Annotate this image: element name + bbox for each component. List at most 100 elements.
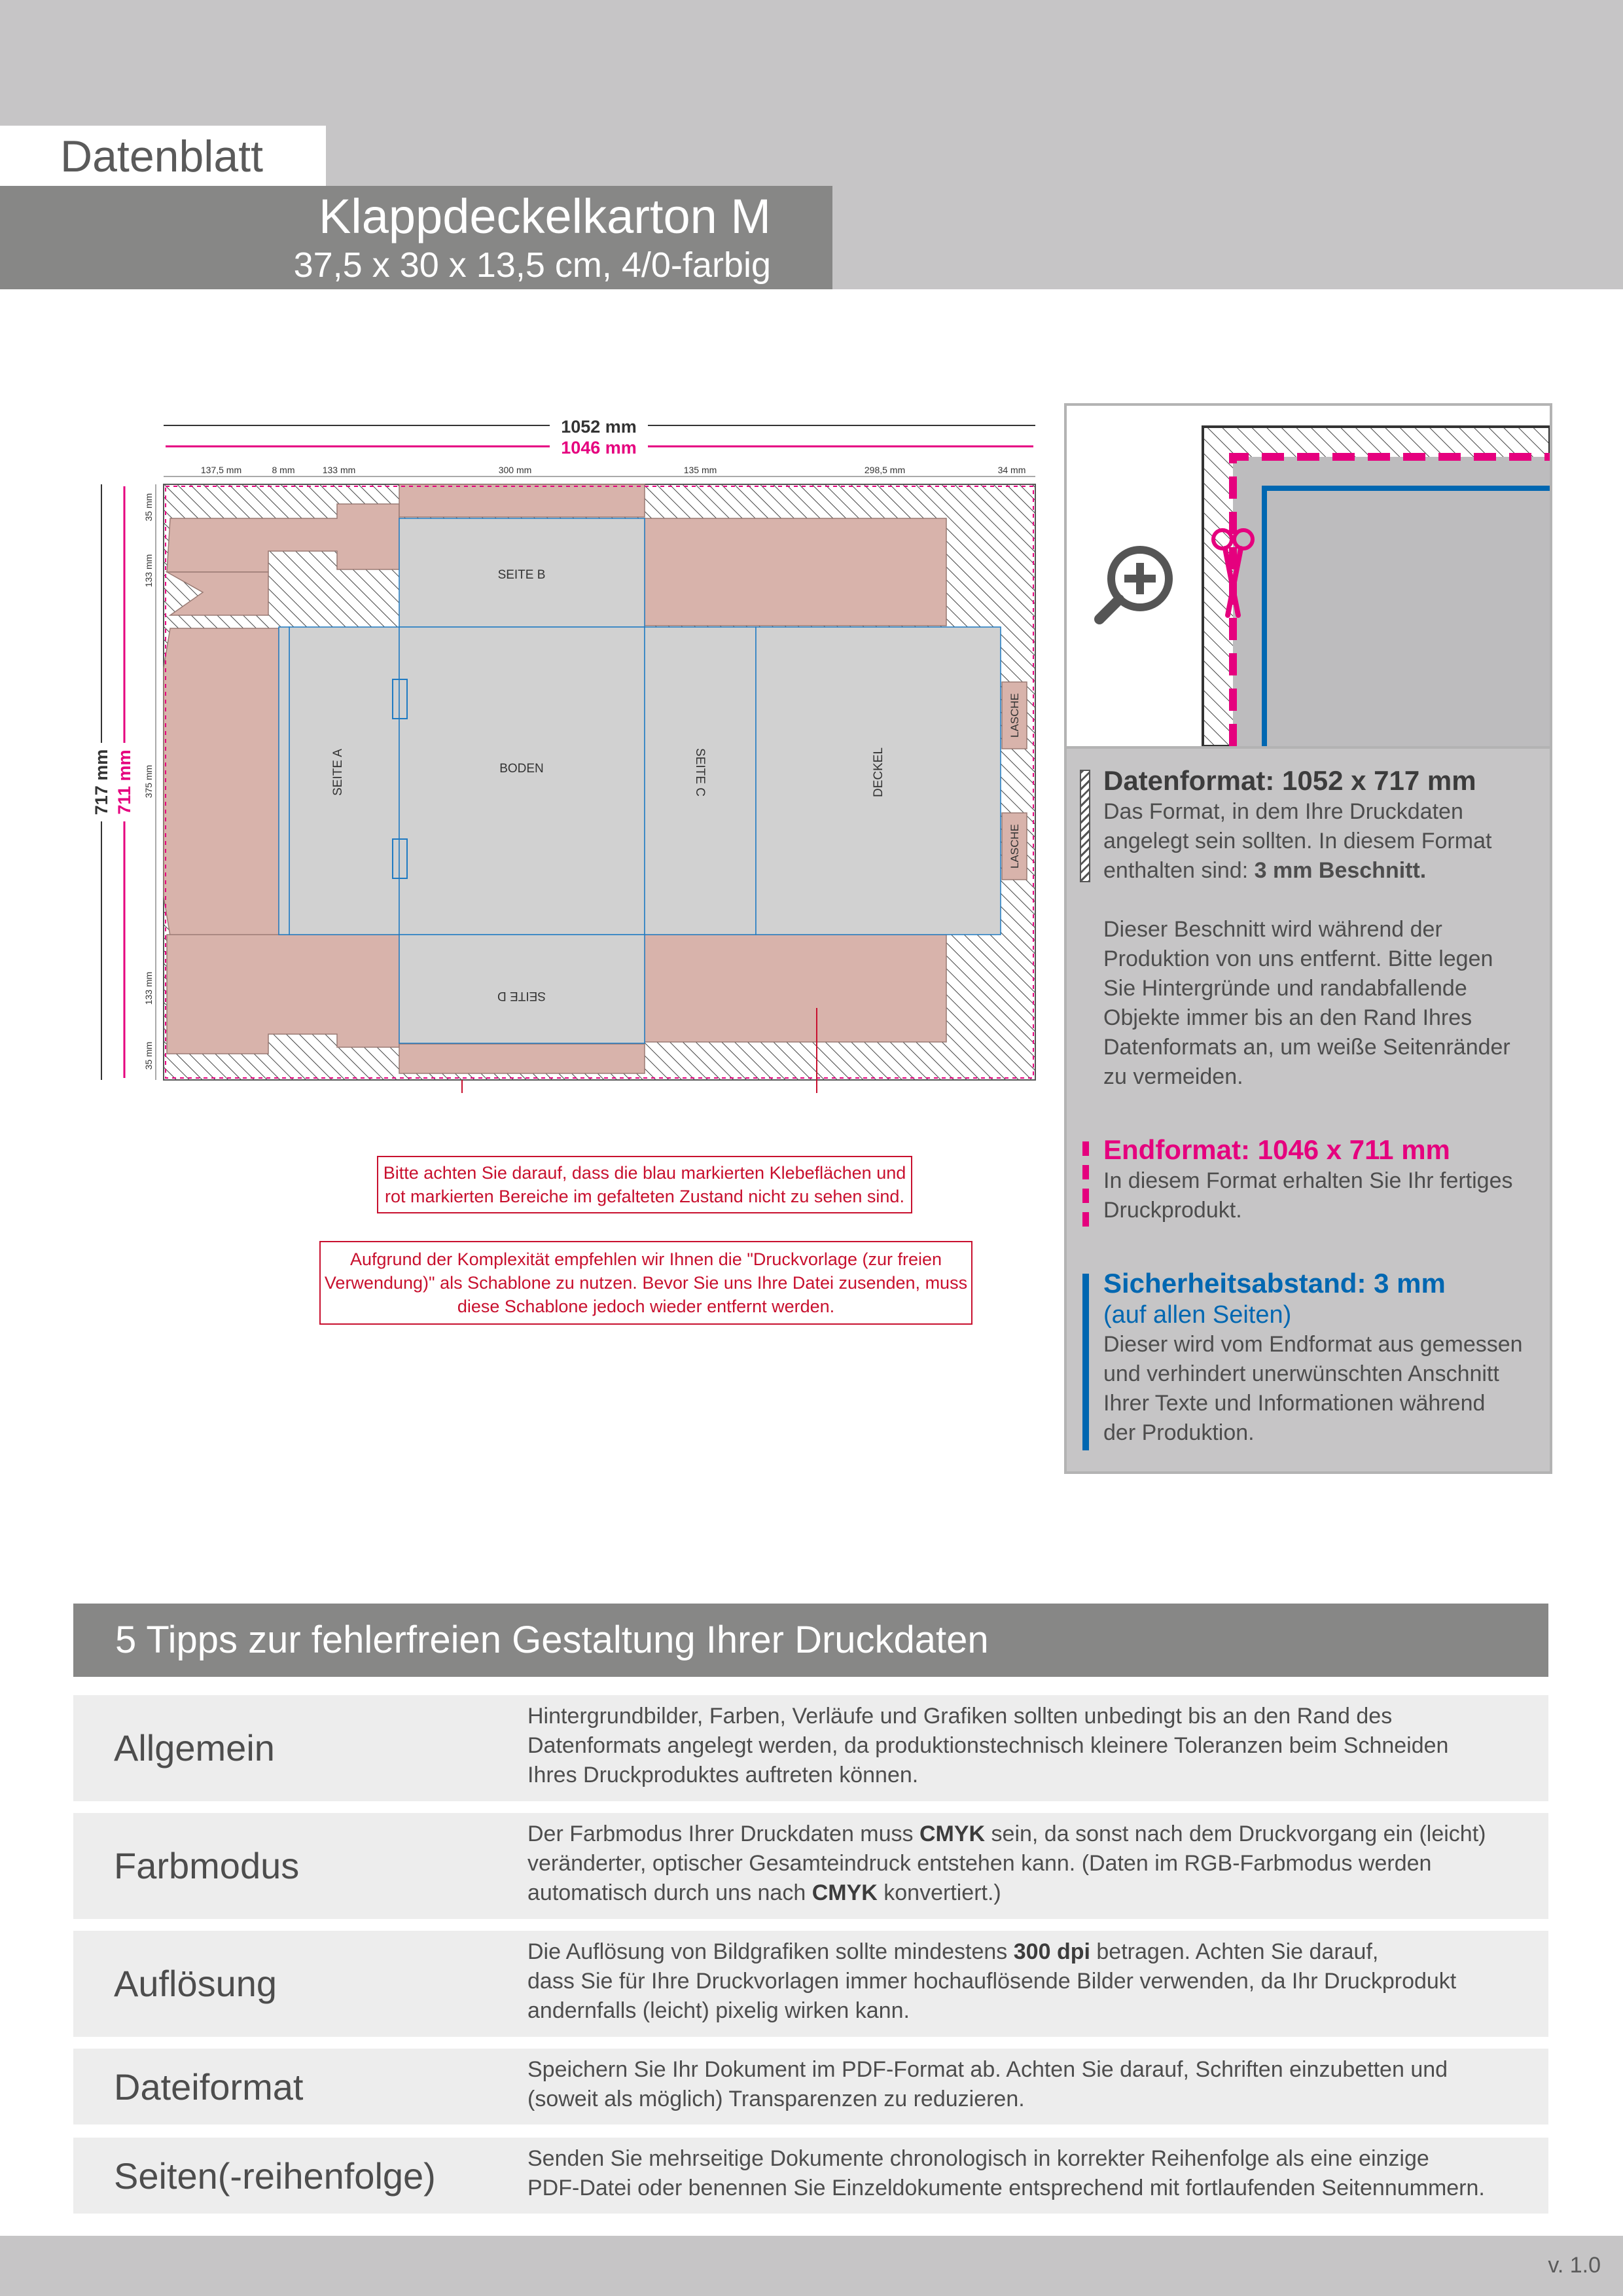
face-seite-b xyxy=(399,518,645,628)
safety-line-1: Dieser wird vom Endformat aus gemessen xyxy=(1103,1332,1523,1357)
label-lasche-top: LASCHE xyxy=(1008,693,1021,738)
face-boden xyxy=(399,626,645,935)
info-panel: Datenformat: 1052 x 717 mm Das Format, i… xyxy=(1064,749,1552,1474)
tip-label-page-order: Seiten(-reihenfolge) xyxy=(114,2155,436,2197)
glue-note-line-2: rot markierten Bereiche im gefalteten Zu… xyxy=(385,1187,904,1206)
safety-margin-title: Sicherheitsabstand: 3 mm xyxy=(1103,1268,1446,1299)
lasche-bottom xyxy=(1001,812,1027,880)
data-format-marker xyxy=(1080,770,1090,882)
data-format-line-2: angelegt sein sollten. In diesem Format xyxy=(1103,829,1492,853)
data-format-line-3: enthalten sind: 3 mm Beschnitt. xyxy=(1103,858,1427,883)
lasche-top xyxy=(1001,681,1027,749)
safety-margin-block: Sicherheitsabstand: 3 mm (auf allen Seit… xyxy=(1103,1267,1535,1448)
bleed-note-line-4: Objekte immer bis an den Rand Ihres xyxy=(1103,1005,1472,1030)
flap-left xyxy=(163,628,279,937)
tips-heading: 5 Tipps zur fehlerfreien Gestaltung Ihre… xyxy=(73,1604,1548,1677)
top-dim-7: 34 mm xyxy=(998,465,1026,475)
top-dim-2: 8 mm xyxy=(272,465,295,475)
label-boden: BODEN xyxy=(499,762,544,776)
end-format-outline xyxy=(165,486,1034,1079)
tip-row-file-format: Dateiformat Speichern Sie Ihr Dokument i… xyxy=(73,2049,1548,2125)
template-note: Aufgrund der Komplexität empfehlen wir I… xyxy=(319,1241,972,1325)
tip-row-general: Allgemein Hintergrundbilder, Farben, Ver… xyxy=(73,1695,1548,1801)
flap-bottom-center xyxy=(399,1043,645,1074)
top-dim-5: 135 mm xyxy=(684,465,717,475)
top-dim-1: 137,5 mm xyxy=(201,465,241,475)
datasheet-label: Datenblatt xyxy=(60,132,263,181)
product-subtitle: 37,5 x 30 x 13,5 cm, 4/0-farbig xyxy=(293,245,771,285)
label-seite-b: SEITE B xyxy=(498,568,546,582)
template-note-line-2: Verwendung)" als Schablone zu nutzen. Be… xyxy=(324,1273,968,1293)
glue-area-note: Bitte achten Sie darauf, dass die blau m… xyxy=(377,1156,912,1213)
flap-top-right xyxy=(644,518,947,626)
tip-row-page-order: Seiten(-reihenfolge) Senden Sie mehrseit… xyxy=(73,2138,1548,2214)
left-dim-2: 133 mm xyxy=(143,554,154,588)
tip-row-color: Farbmodus Der Farbmodus Ihrer Druckdaten… xyxy=(73,1813,1548,1919)
end-format-marker xyxy=(1082,1141,1089,1233)
footer-bar: v. 1.0 xyxy=(0,2236,1623,2296)
data-format-block: Datenformat: 1052 x 717 mm Das Format, i… xyxy=(1103,764,1535,886)
bleed-zoom-illustration xyxy=(1064,403,1552,749)
label-lasche-bottom: LASCHE xyxy=(1008,824,1021,869)
tip-label-resolution: Auflösung xyxy=(114,1963,277,2004)
bleed-note-line-2: Produktion von uns entfernt. Bitte legen xyxy=(1103,946,1493,971)
top-dim-3: 133 mm xyxy=(323,465,356,475)
tip-text-file-format: Speichern Sie Ihr Dokument im PDF-Format… xyxy=(527,2057,1448,2111)
tip-label-general: Allgemein xyxy=(114,1727,275,1768)
safety-margin-subtitle: (auf allen Seiten) xyxy=(1103,1301,1292,1329)
tip-text-resolution: Die Auflösung von Bildgrafiken sollte mi… xyxy=(527,1939,1457,2023)
flap-top-left-tab xyxy=(165,571,269,616)
face-seite-c xyxy=(644,626,757,935)
label-deckel: DECKEL xyxy=(872,747,885,797)
end-format-line-1: In diesem Format erhalten Sie Ihr fertig… xyxy=(1103,1168,1513,1193)
final-width-label: 1046 mm xyxy=(561,438,637,457)
scissors-icon xyxy=(1211,528,1255,618)
bleed-note-line-1: Dieser Beschnitt wird während der xyxy=(1103,917,1442,942)
left-dim-5: 35 mm xyxy=(143,1042,154,1070)
top-dim-4: 300 mm xyxy=(499,465,532,475)
top-dim-6: 298,5 mm xyxy=(865,465,905,475)
bleed-note-line-5: Datenformats an, um weiße Seitenränder xyxy=(1103,1035,1510,1060)
slot-top xyxy=(392,679,408,719)
label-seite-d: SEITE D xyxy=(497,989,546,1003)
label-seite-a: SEITE A xyxy=(331,749,345,796)
bleed-note-line-3: Sie Hintergründe und randabfallende xyxy=(1103,976,1467,1001)
tip-label-file-format: Dateiformat xyxy=(114,2066,304,2108)
tip-text-color: Der Farbmodus Ihrer Druckdaten muss CMYK… xyxy=(527,1821,1486,1905)
total-width-label: 1052 mm xyxy=(561,417,637,437)
safety-margin-marker xyxy=(1082,1274,1089,1450)
left-dim-4: 133 mm xyxy=(143,972,154,1005)
final-height-label: 711 mm xyxy=(115,749,134,814)
title-bar: Klappdeckelkarton M 37,5 x 30 x 13,5 cm,… xyxy=(0,186,832,289)
face-deckel xyxy=(755,626,1001,935)
magnifier-icon xyxy=(1094,546,1173,624)
end-format-block: Endformat: 1046 x 711 mm In diesem Forma… xyxy=(1103,1134,1535,1225)
glue-note-line-1: Bitte achten Sie darauf, dass die blau m… xyxy=(383,1163,906,1183)
product-title: Klappdeckelkarton M xyxy=(318,189,771,243)
tip-label-color: Farbmodus xyxy=(114,1845,300,1886)
left-dim-1: 35 mm xyxy=(143,493,154,522)
bleed-amount: 3 mm Beschnitt. xyxy=(1254,858,1427,883)
face-seite-d xyxy=(399,934,645,1044)
safety-line-2: und verhindert unerwünschten Anschnitt xyxy=(1103,1361,1499,1386)
dieline-diagram: 1052 mm 1046 mm 717 mm 711 mm 137,5 mm 8… xyxy=(92,412,1036,1093)
bleed-note: Dieser Beschnitt wird während der Produk… xyxy=(1103,915,1535,1092)
template-note-line-1: Aufgrund der Komplexität empfehlen wir I… xyxy=(349,1249,942,1269)
end-format-line-2: Druckprodukt. xyxy=(1103,1198,1242,1223)
data-format-line-1: Das Format, in dem Ihre Druckdaten xyxy=(1103,799,1463,824)
end-format-title: Endformat: 1046 x 711 mm xyxy=(1103,1134,1450,1165)
label-seite-c: SEITE C xyxy=(693,748,707,797)
flap-top-center xyxy=(399,484,645,518)
left-dim-3: 375 mm xyxy=(143,765,154,798)
slot-bottom xyxy=(392,838,408,879)
tip-text-general: Hintergrundbilder, Farben, Verläufe und … xyxy=(527,1704,1449,1787)
datasheet-tab: Datenblatt xyxy=(0,126,326,186)
tip-text-page-order: Senden Sie mehrseitige Dokumente chronol… xyxy=(527,2146,1485,2200)
glue-strip xyxy=(278,626,290,935)
version-label: v. 1.0 xyxy=(1548,2253,1601,2278)
template-note-line-3: diese Schablone jedoch wieder entfernt w… xyxy=(457,1297,835,1316)
tip-row-resolution: Auflösung Die Auflösung von Bildgrafiken… xyxy=(73,1931,1548,2037)
flap-bottom-right xyxy=(644,934,947,1043)
total-height-label: 717 mm xyxy=(92,749,111,816)
safety-line-4: der Produktion. xyxy=(1103,1420,1255,1445)
